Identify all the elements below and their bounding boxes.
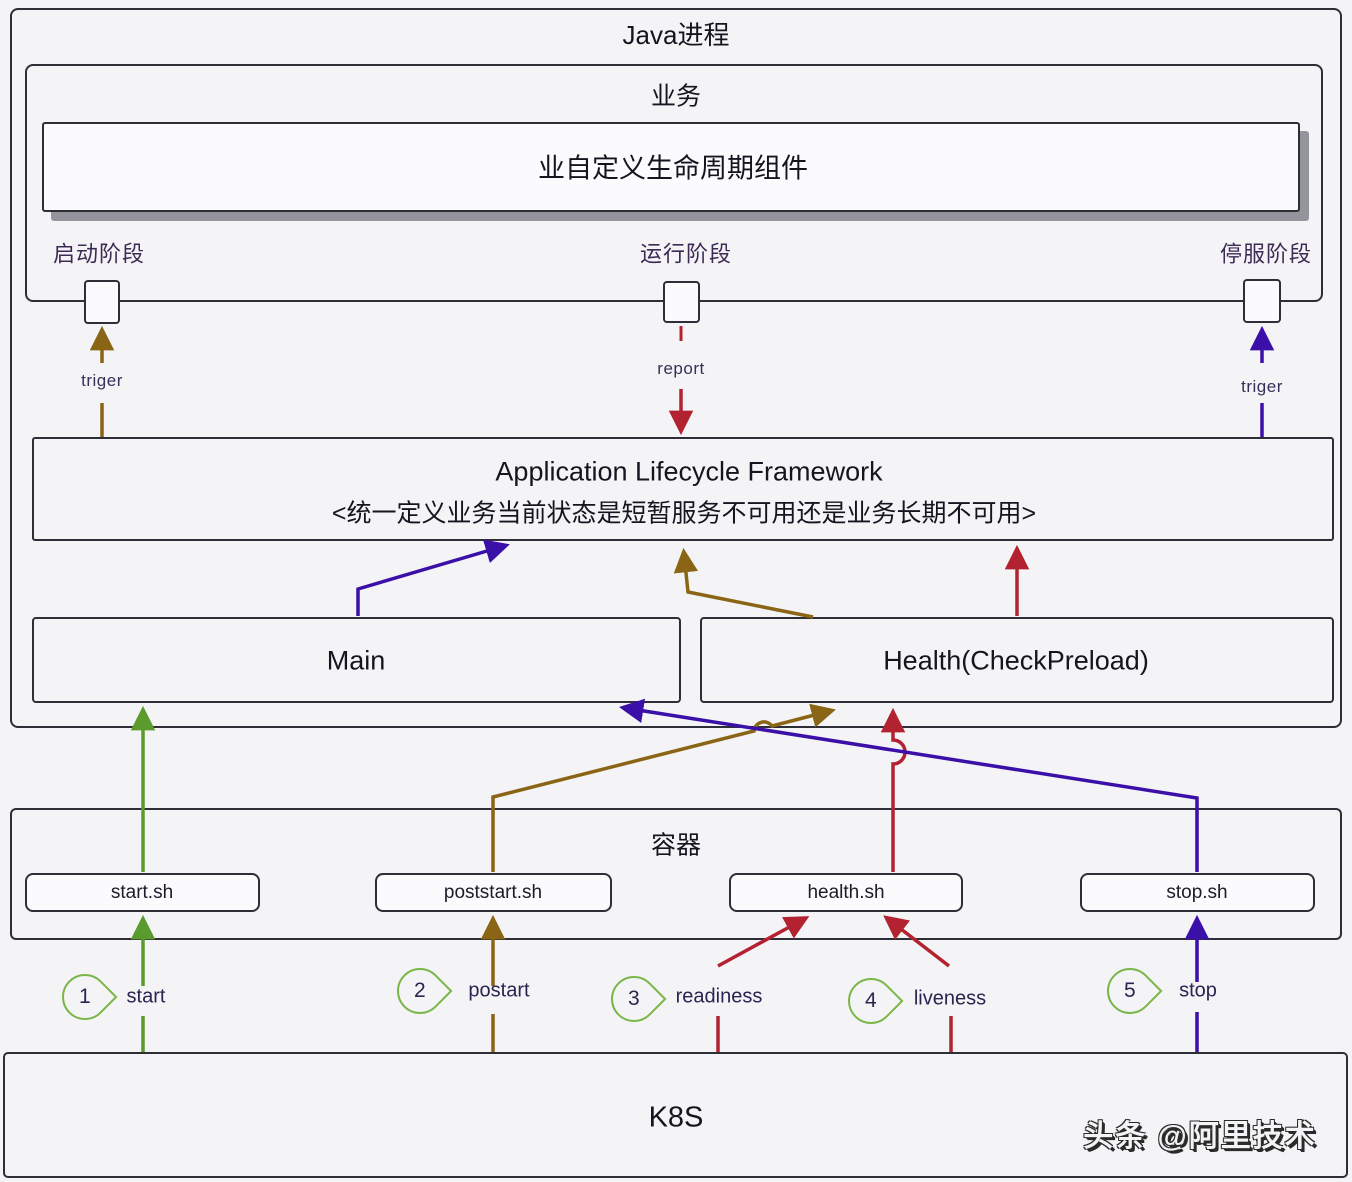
k8s-title: K8S <box>648 1101 704 1134</box>
arrow-liveness-to-health-sh <box>883 915 951 968</box>
hook-label-stop: stop <box>1179 979 1217 1002</box>
phase-square-stopping <box>1243 279 1281 323</box>
hook-number: 4 <box>865 989 877 1012</box>
report-label: report <box>657 359 705 379</box>
arrow-health-to-alf-olive <box>673 547 814 619</box>
arrow-health-sh-to-health <box>880 707 907 872</box>
script-label-stop: stop.sh <box>1166 882 1228 904</box>
hook-label-postart: postart <box>468 979 530 1002</box>
business-title: 业务 <box>650 82 702 111</box>
java-process-title: Java进程 <box>622 20 730 51</box>
health-thread-label: Health(CheckPreload) <box>883 645 1149 676</box>
hook-number: 3 <box>628 987 640 1010</box>
phase-label-startup: 启动阶段 <box>52 241 146 267</box>
k8s-box <box>3 1052 1348 1178</box>
script-label-poststart: poststart.sh <box>443 882 543 904</box>
framework-subtitle: <统一定义业务当前状态是短暂服务不可用还是业务长期不可用> <box>331 499 1037 528</box>
phase-label-stopping: 停服阶段 <box>1219 241 1313 267</box>
lifecycle-component-box shadowed <box>42 122 1300 212</box>
phase-square-running <box>663 281 700 323</box>
hook-label-liveness: liveness <box>913 987 987 1010</box>
trigger-label-left: triger <box>81 371 123 391</box>
java-process-box <box>10 8 1342 728</box>
script-box-start <box>25 873 260 912</box>
hook-label-start: start <box>126 985 166 1008</box>
hook-number: 1 <box>79 985 91 1008</box>
script-label-health: health.sh <box>807 882 885 904</box>
framework-box <box>32 437 1334 541</box>
hook-number: 5 <box>1124 979 1136 1002</box>
trigger-label-right: triger <box>1241 377 1283 397</box>
phase-label-running: 运行阶段 <box>639 241 733 267</box>
hook-number: 2 <box>414 979 426 1002</box>
arrow-poststart-to-health <box>491 703 836 872</box>
container-title: 容器 <box>650 831 702 860</box>
script-box-stop <box>1080 873 1315 912</box>
arrow-readiness-to-health-sh <box>717 916 810 968</box>
phase-square-startup <box>84 280 120 324</box>
arrow-stop-sh-to-main <box>618 698 1199 872</box>
health-box <box>700 617 1334 703</box>
hook-label-readiness: readiness <box>675 985 763 1008</box>
watermark: 头条 @阿里技术 <box>1083 1119 1317 1153</box>
script-box-health <box>729 873 963 912</box>
lifecycle-component-label: 业自定义生命周期组件 <box>538 153 808 184</box>
framework-title: Application Lifecycle Framework <box>495 456 883 487</box>
arrow-main-to-alf <box>356 539 510 616</box>
container-box <box>10 808 1342 940</box>
main-thread-label: Main <box>326 645 386 676</box>
script-label-start: start.sh <box>110 882 174 904</box>
main-box <box>32 617 681 703</box>
script-box-poststart <box>375 873 612 912</box>
